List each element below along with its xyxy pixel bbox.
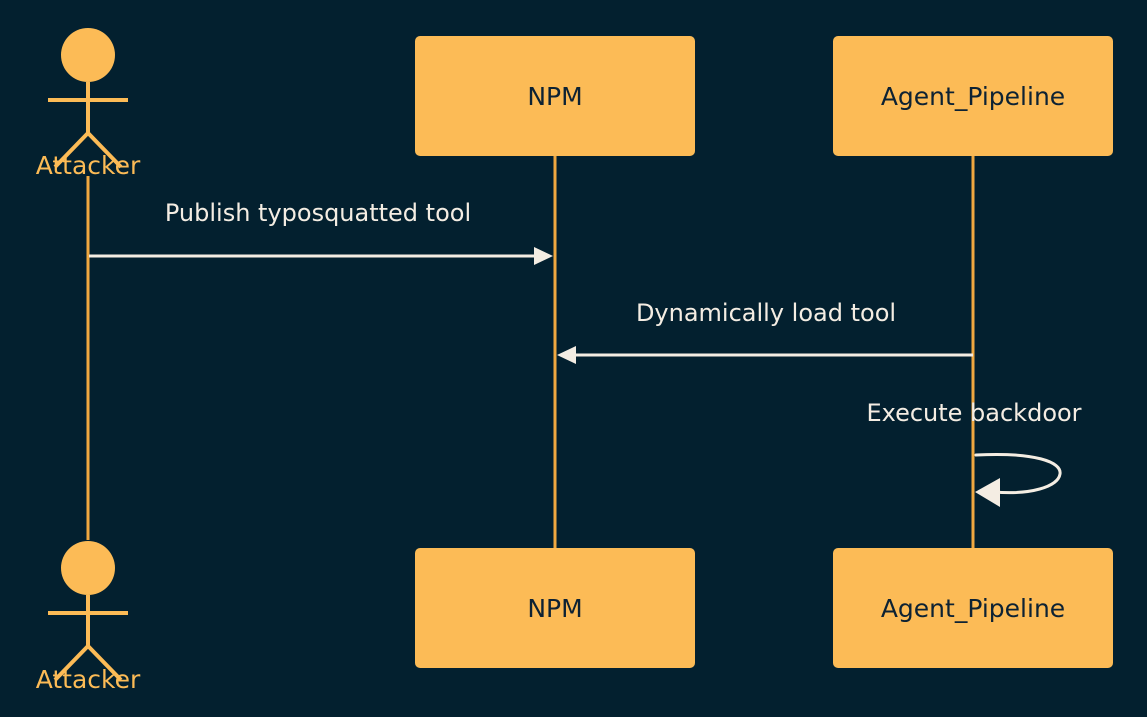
actor-leg-left-line	[53, 644, 90, 682]
actor-leg-right-line	[86, 644, 123, 682]
actor-attacker-bottom[interactable]: Attacker	[36, 541, 141, 694]
message-self-loop-path-3	[974, 452, 1062, 495]
message-arrowhead-2	[557, 346, 576, 364]
actor-leg-right-line	[86, 131, 123, 169]
message-2-dynamically-load-tool[interactable]: Dynamically load tool	[557, 299, 973, 364]
message-label-1: Publish typosquatted tool	[165, 199, 471, 227]
message-label-2: Dynamically load tool	[636, 299, 896, 327]
actor-leg-left-line	[53, 131, 90, 169]
actor-label-attacker-bottom: Attacker	[36, 665, 141, 694]
participant-box-npm-top[interactable]: NPM	[415, 36, 695, 156]
lifelines-group	[86, 156, 975, 548]
actor-head-icon	[61, 28, 115, 82]
participant-box-rect	[833, 36, 1113, 156]
participant-label-agent-pipeline-bottom: Agent_Pipeline	[881, 594, 1065, 623]
participant-label-npm-bottom: NPM	[527, 594, 582, 623]
message-1-publish-typosquatted-tool[interactable]: Publish typosquatted tool	[89, 199, 553, 265]
message-label-3: Execute backdoor	[866, 399, 1081, 427]
actor-label-attacker-top: Attacker	[36, 151, 141, 180]
participant-box-rect	[415, 548, 695, 668]
participant-box-rect	[833, 548, 1113, 668]
participant-label-agent-pipeline-top: Agent_Pipeline	[881, 82, 1065, 111]
participant-box-npm-bottom[interactable]: NPM	[415, 548, 695, 668]
actor-head-icon	[61, 541, 115, 595]
participant-box-agent-pipeline-bottom[interactable]: Agent_Pipeline	[833, 548, 1113, 668]
message-arrowhead-1	[534, 247, 553, 265]
participant-label-npm-top: NPM	[527, 82, 582, 111]
message-arrowhead-3	[975, 478, 1000, 507]
participant-box-agent-pipeline-top[interactable]: Agent_Pipeline	[833, 36, 1113, 156]
message-3-execute-backdoor[interactable]: Execute backdoor	[866, 399, 1082, 507]
actor-attacker-top[interactable]: Attacker	[36, 28, 141, 180]
participant-box-rect	[415, 36, 695, 156]
